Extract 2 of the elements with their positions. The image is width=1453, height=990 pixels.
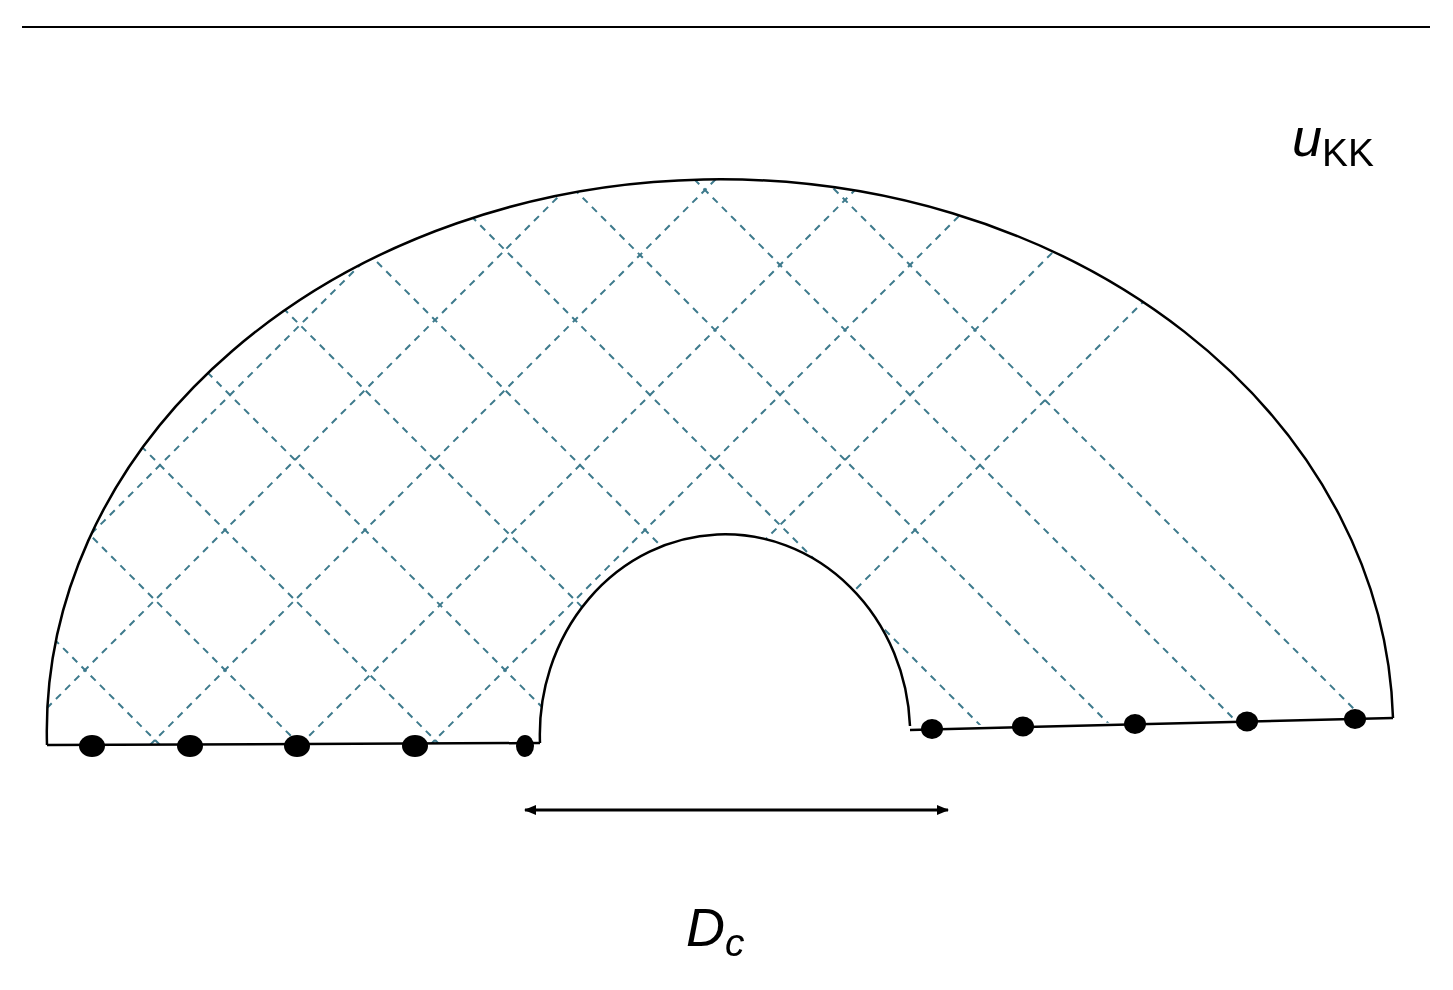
symbol-label: D$_{c}$ <box>686 900 745 963</box>
symbol-label: u$_{KK}$ <box>1292 110 1374 173</box>
